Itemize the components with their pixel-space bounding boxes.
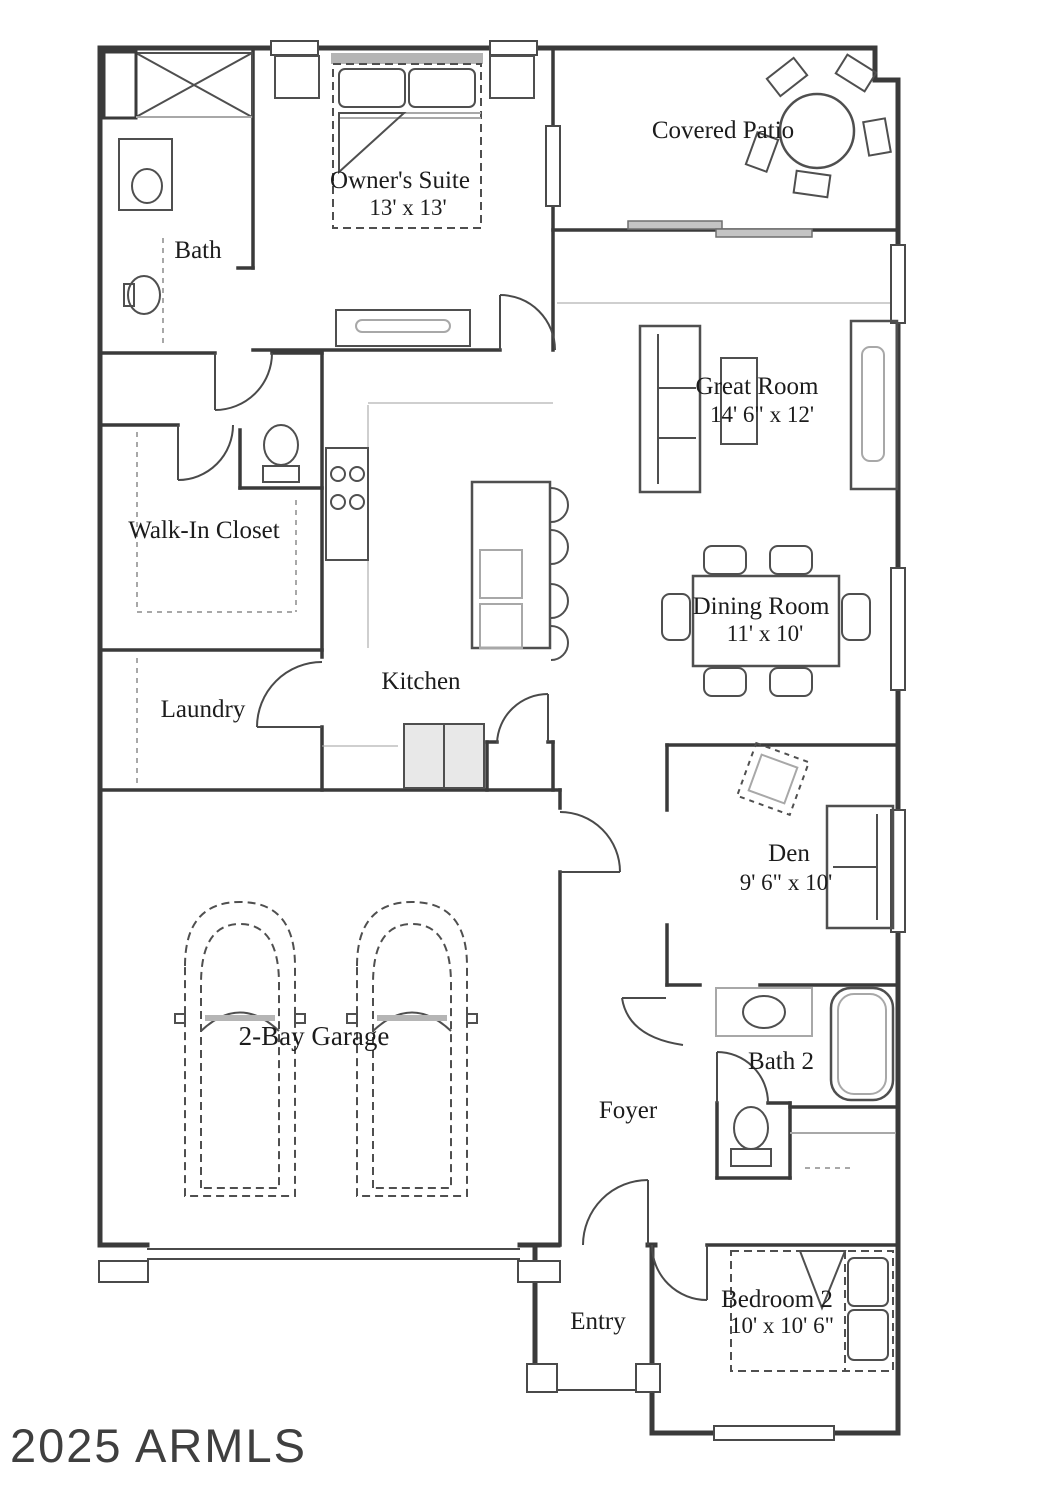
owners-suite-door-icon — [499, 294, 556, 351]
window-icon — [890, 809, 906, 933]
dining-chair-icon — [841, 593, 871, 641]
dresser-icon — [335, 309, 471, 347]
sliding-door-icon — [627, 220, 813, 238]
room-label-bedroom2: Bedroom 2 — [721, 1286, 833, 1313]
den-furniture — [735, 741, 895, 930]
room-label-entry: Entry — [570, 1308, 626, 1335]
room-label-owners-suite: Owner's Suite — [330, 167, 470, 194]
watermark: 2025 ARMLS — [10, 1419, 307, 1472]
window-icon — [890, 244, 906, 324]
room-dims-great-room: 14' 6" x 12' — [710, 402, 814, 427]
room-label-bath: Bath — [174, 237, 222, 264]
shower-icon — [102, 50, 253, 120]
window-icon — [270, 40, 319, 56]
bar-stool-icon — [550, 625, 569, 661]
room-label-foyer: Foyer — [599, 1097, 658, 1124]
coffee-table-icon — [720, 357, 758, 445]
window-icon — [489, 40, 538, 56]
entry-door-icon — [582, 1179, 649, 1246]
patio-furniture — [744, 53, 892, 199]
dining-chair-icon — [769, 667, 813, 697]
bedroom2-door-icon — [651, 1244, 708, 1301]
patio-table-icon — [778, 92, 856, 170]
sofa-icon — [638, 324, 702, 494]
patio-chair-icon — [834, 53, 878, 93]
refrigerator-icon — [403, 723, 485, 789]
porch-post-icon — [526, 1363, 558, 1393]
porch-post-icon — [635, 1363, 661, 1393]
toilet-icon — [123, 275, 161, 315]
entry-porch — [526, 1363, 661, 1393]
garage-door-icon — [98, 1248, 561, 1283]
kitchen-fixtures — [325, 447, 569, 789]
kitchen-island-icon — [470, 480, 569, 661]
owners-bath-fixtures — [102, 50, 253, 345]
room-label-laundry: Laundry — [161, 696, 246, 723]
window-icon — [890, 567, 906, 691]
room-dims-owners-suite: 13' x 13' — [369, 195, 446, 220]
room-dims-den: 9' 6" x 10' — [740, 870, 832, 895]
bed-icon — [730, 1250, 894, 1372]
cooktop-icon — [325, 447, 369, 561]
garage-entry-door-icon — [559, 811, 621, 873]
media-console-icon — [849, 319, 899, 491]
dining-furniture — [661, 545, 871, 697]
bedroom2-furniture — [730, 1250, 894, 1372]
bar-stool-icon — [550, 583, 569, 619]
nightstand-icon — [274, 55, 320, 99]
closet-door-icon — [177, 424, 234, 481]
great-room-furniture — [638, 319, 899, 494]
closet-shelving — [136, 432, 297, 786]
nightstand-icon — [489, 55, 535, 99]
bar-stool-icon — [550, 529, 569, 565]
room-label-dining-room: Dining Room — [693, 593, 830, 620]
room-label-walk-in-closet: Walk-In Closet — [128, 517, 279, 544]
toilet-icon — [730, 1106, 772, 1167]
bathtub-icon — [829, 986, 895, 1102]
room-label-covered-patio: Covered Patio — [652, 117, 794, 144]
patio-chair-icon — [765, 56, 809, 98]
pantry-door-icon — [496, 692, 549, 744]
owners-suite-furniture — [274, 53, 535, 347]
dining-chair-icon — [661, 593, 691, 641]
room-dims-dining-room: 11' x 10' — [727, 621, 803, 646]
windows — [98, 40, 906, 1441]
room-dims-bedroom2: 10' x 10' 6" — [730, 1313, 834, 1338]
room-label-bath2: Bath 2 — [748, 1048, 814, 1075]
window-icon — [713, 1425, 835, 1441]
water-closet-door-icon — [214, 352, 273, 411]
bath2-door-icon — [621, 997, 684, 1046]
room-label-great-room: Great Room — [696, 373, 819, 400]
room-label-den: Den — [768, 840, 810, 867]
bed-icon — [331, 53, 483, 229]
toilet-room-door-icon — [716, 1051, 769, 1104]
dining-table-icon — [691, 574, 841, 668]
bath-vanity-icon — [118, 138, 173, 211]
room-labels: Bath Owner's Suite 13' x 13' Covered Pat… — [128, 117, 834, 1338]
room-label-garage: 2-Bay Garage — [239, 1021, 390, 1051]
patio-chair-icon — [744, 130, 780, 174]
den-chair-icon — [735, 741, 811, 817]
water-closet-toilet-icon — [262, 424, 300, 483]
bar-stool-icon — [550, 487, 569, 523]
patio-chair-icon — [862, 117, 892, 157]
bath2-fixtures — [715, 986, 896, 1169]
room-label-kitchen: Kitchen — [381, 668, 461, 695]
door-swing-icons — [177, 294, 769, 1301]
window-icon — [545, 125, 561, 207]
laundry-door-icon — [256, 661, 323, 728]
dining-chair-icon — [769, 545, 813, 575]
den-sofa-icon — [825, 804, 895, 930]
dining-chair-icon — [703, 667, 747, 697]
patio-chair-icon — [792, 169, 832, 199]
dining-chair-icon — [703, 545, 747, 575]
bath2-vanity-icon — [715, 987, 813, 1037]
linen-shelves — [790, 1132, 896, 1169]
